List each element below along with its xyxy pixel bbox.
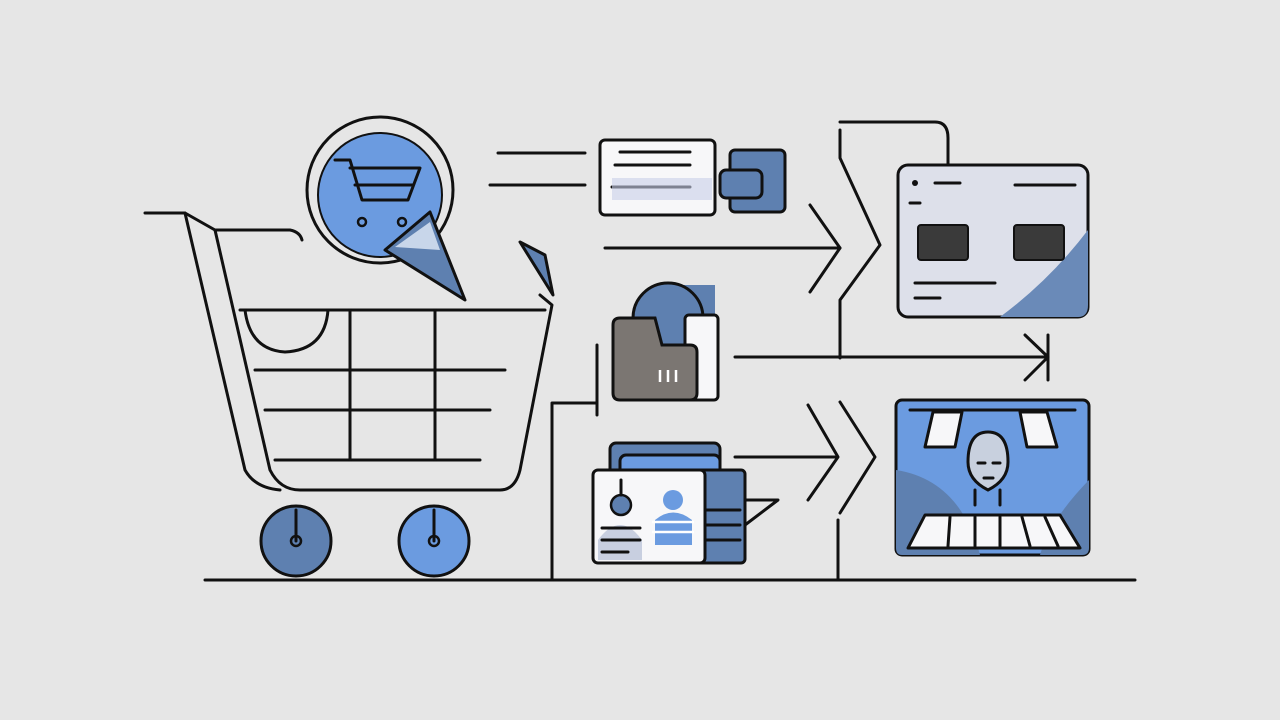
connector-line bbox=[550, 343, 599, 582]
id-card-icon bbox=[591, 441, 780, 565]
face-scan-icon bbox=[894, 398, 1091, 557]
cart-badge-icon bbox=[305, 115, 467, 302]
chevron-icon bbox=[733, 400, 877, 515]
folder-icon bbox=[611, 281, 720, 402]
browser-window-icon bbox=[896, 163, 1090, 319]
motion-lines bbox=[488, 151, 842, 250]
chevron-icon bbox=[808, 128, 882, 360]
arrow-icon bbox=[733, 333, 1050, 382]
credit-card-icon bbox=[598, 138, 787, 217]
shopping-cart-icon bbox=[143, 211, 555, 578]
connector-line bbox=[838, 120, 950, 167]
